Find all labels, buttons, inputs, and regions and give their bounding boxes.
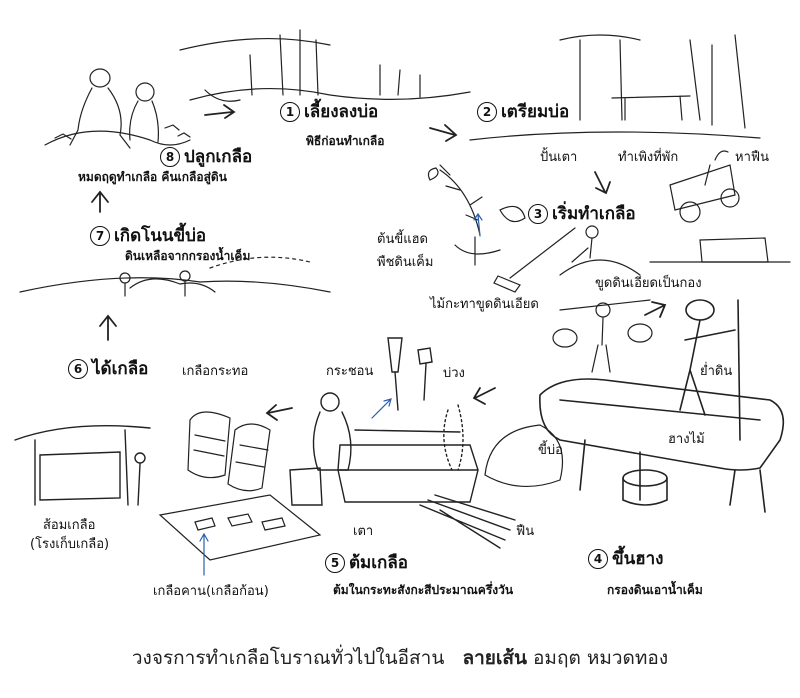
farmers-planting-salt-sketch <box>44 68 191 149</box>
step-2-title: 2 เตรียมบ่อ <box>477 101 569 123</box>
step-2-number: 2 <box>477 102 497 122</box>
scraper-tool-sketch <box>493 227 576 293</box>
label-mai-kratha: ไม้กะทาขูดดินเอียด <box>430 297 539 312</box>
basket-carrier-sketch <box>552 299 653 373</box>
label-ha-fuen: หาฟืน <box>735 150 769 165</box>
step-4-number: 4 <box>588 549 608 569</box>
step-4-title: 4 ขึ้นฮาง <box>588 548 663 570</box>
flow-arrows <box>91 104 667 421</box>
step-1-number: 1 <box>280 102 300 122</box>
step-3-number: 3 <box>528 204 548 224</box>
step-7-number: 7 <box>90 226 110 246</box>
step-8-desc: หมดฤดูทำเกลือ คืนเกลือสู่ดิน <box>78 170 227 184</box>
step-5-label: ต้มเกลือ <box>349 553 408 573</box>
label-fuen: ฟืน <box>516 524 535 539</box>
caption-credit-label: ลายเส้น <box>462 647 527 669</box>
label-hang-mai: ฮางไม้ <box>668 432 705 447</box>
soil-mound-sketch <box>559 225 791 276</box>
step-6-number: 6 <box>68 359 88 379</box>
step-1-desc: พิธีก่อนทำเกลือ <box>306 134 385 148</box>
salt-basket-sketch <box>187 411 271 492</box>
label-khi-bo: ขี้บ่อ <box>538 443 563 458</box>
salt-tray-sketch <box>158 494 322 561</box>
figure-caption: วงจรการทำเกลือโบราณทั่วไปในอีสาน ลายเส้น… <box>0 643 800 673</box>
label-buang: บ่วง <box>443 366 465 381</box>
salt-plants-sketch <box>427 164 526 266</box>
pond-trees-sketch <box>179 29 471 102</box>
step-1-title: 1 เลี้ยงลงบ่อ <box>280 101 378 123</box>
step-7-desc: ดินเหลือจากกรองน้ำเค็ม <box>125 249 251 263</box>
wooden-trough-sketch <box>539 299 785 513</box>
step-7-label: เกิดโนนขี้บ่อ <box>114 226 207 246</box>
cart-sketch <box>669 150 740 223</box>
step-2-label: เตรียมบ่อ <box>501 102 570 122</box>
step-8-title: 8 ปลูกเกลือ <box>160 146 252 168</box>
label-tham-phing: ทำเพิงที่พัก <box>618 150 679 165</box>
label-klua-kra-tho: เกลือกระทอ <box>182 364 249 379</box>
step-7-title: 7 เกิดโนนขี้บ่อ <box>90 225 206 247</box>
label-pan-tao: ปั้นเตา <box>540 150 578 165</box>
step-8-number: 8 <box>160 147 180 167</box>
stove-and-pan-sketch <box>289 337 516 549</box>
step-1-label: เลี้ยงลงบ่อ <box>304 102 379 122</box>
label-tao: เตา <box>353 524 374 539</box>
step-3-title: 3 เริ่มทำเกลือ <box>528 203 636 225</box>
step-5-title: 5 ต้มเกลือ <box>325 552 408 574</box>
label-tam-din: ย่ำดิน <box>700 364 733 379</box>
label-klua-khan: เกลือคาน(เกลือก้อน) <box>153 584 269 599</box>
shelter-sketch <box>469 34 761 141</box>
label-ton-khi-haet: ต้นขี้แฮด <box>377 232 428 247</box>
step-5-desc: ต้มในกระทะสังกะสีประมาณครึ่งวัน <box>333 583 514 597</box>
soil-heap-sketch <box>484 424 564 488</box>
caption-artist: อมฤต หมวดทอง <box>533 647 669 669</box>
caption-title: วงจรการทำเกลือโบราณทั่วไปในอีสาน <box>131 647 445 669</box>
step-6-label: ได้เกลือ <box>92 359 149 379</box>
label-som-klua: ส้อมเกลือ <box>43 518 96 533</box>
storage-shed-sketch <box>14 425 151 506</box>
salt-mound-sketch <box>19 256 331 297</box>
label-kra-chon: กระชอน <box>326 364 374 379</box>
label-phuet-din-khem: พืชดินเค็ม <box>377 255 434 270</box>
step-4-desc: กรองดินเอาน้ำเค็ม <box>607 583 703 597</box>
step-4-label: ขึ้นฮาง <box>612 549 664 569</box>
blue-pointer-lines <box>199 212 483 576</box>
step-3-label: เริ่มทำเกลือ <box>552 204 636 224</box>
step-6-title: 6 ได้เกลือ <box>68 358 148 380</box>
label-khut-din: ขูดดินเอียดเป็นกอง <box>595 276 702 291</box>
label-rong-kep-klua: (โรงเก็บเกลือ) <box>30 537 110 552</box>
step-8-label: ปลูกเกลือ <box>184 147 253 167</box>
step-5-number: 5 <box>325 553 345 573</box>
